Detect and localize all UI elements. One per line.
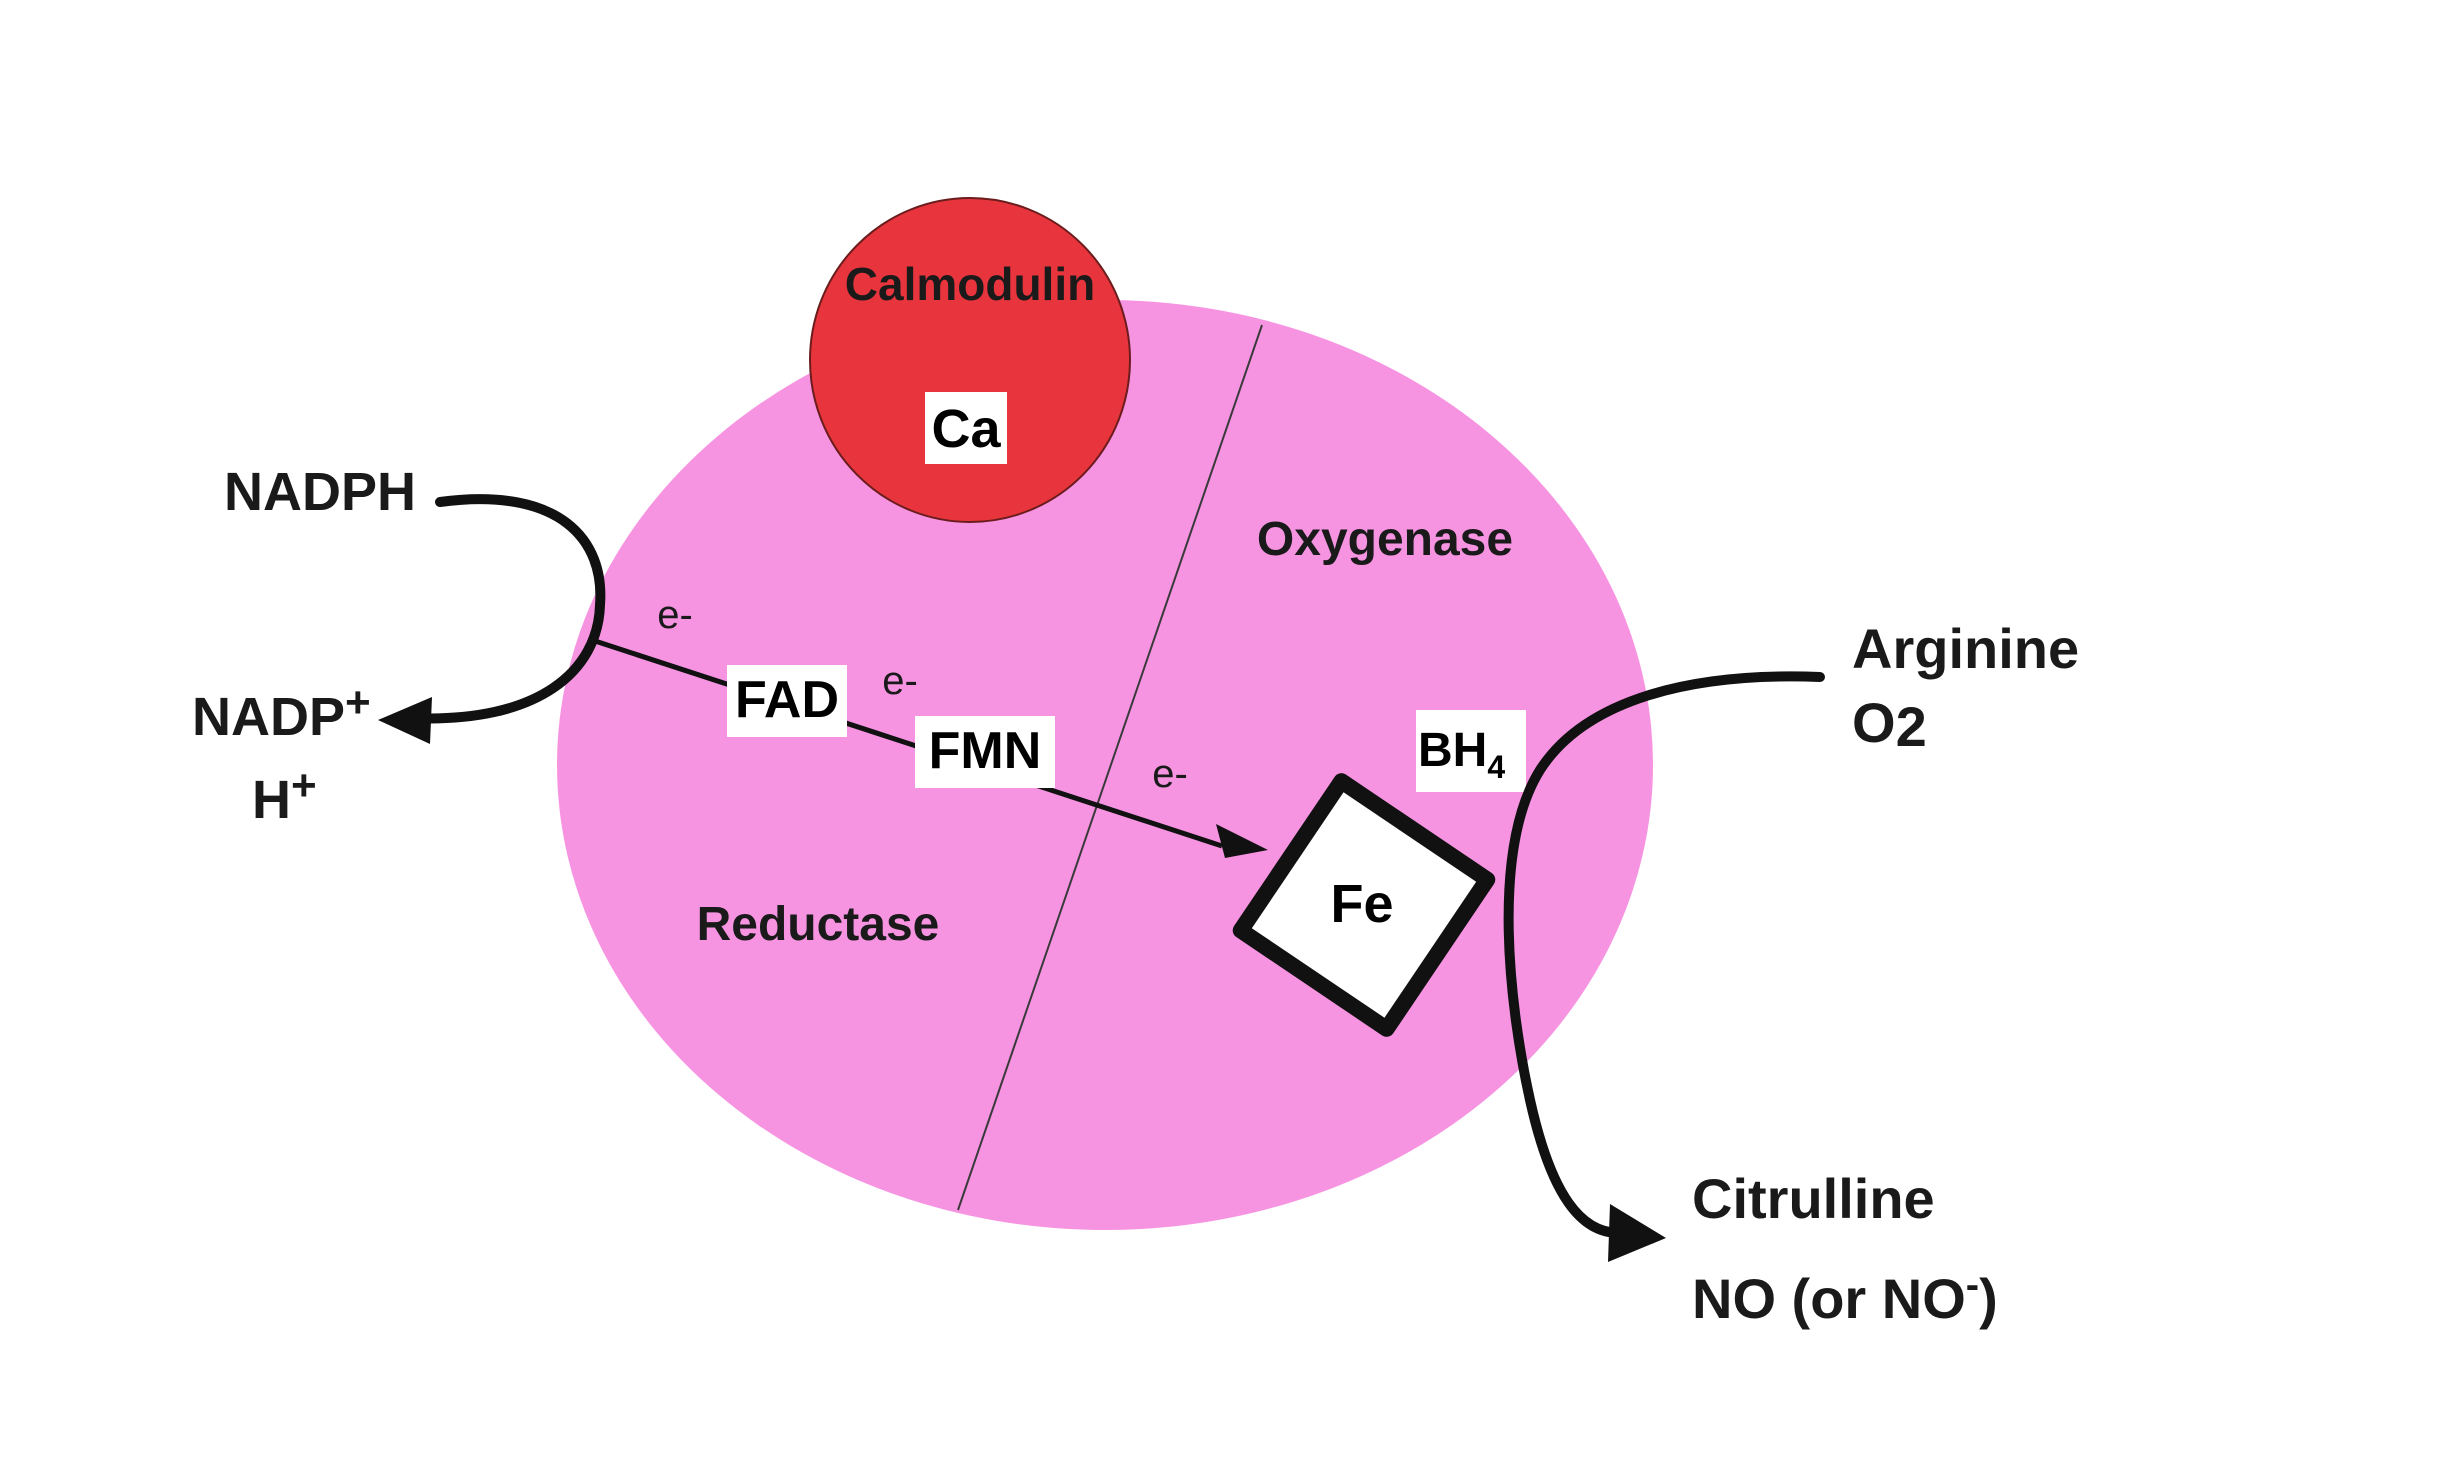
nitric-oxide-label: NO (or NO-) [1692, 1263, 1998, 1330]
calcium-label: Ca [931, 399, 1001, 459]
nadp-base: NADP [192, 687, 345, 747]
nitric-oxide-suffix: ) [1979, 1267, 1998, 1330]
proton-superscript: + [291, 761, 317, 810]
calmodulin-circle [809, 197, 1131, 523]
oxygenase-reaction-arrowhead [1608, 1204, 1666, 1262]
heme-iron-diamond [1232, 773, 1496, 1037]
oxygenase-reaction-arrow [1503, 671, 1825, 1238]
oxygenase-label: Oxygenase [1257, 513, 1513, 566]
fmn-label: FMN [929, 722, 1042, 780]
electron-label: e- [882, 659, 918, 703]
bh4-label-box [1416, 710, 1526, 792]
electron-arrowhead [1216, 824, 1268, 858]
heme-iron-label: Fe [1330, 874, 1393, 934]
reductase-label: Reductase [697, 898, 940, 951]
nadph-arrow [405, 494, 606, 724]
calmodulin-label: Calmodulin [845, 258, 1095, 310]
fad-label: FAD [735, 671, 839, 729]
bh4-subscript: 4 [1487, 749, 1505, 785]
proton-label: H+ [252, 761, 317, 830]
proton-base: H [252, 770, 291, 830]
arginine-label: Arginine [1852, 617, 2079, 680]
domain-divider [957, 324, 1263, 1211]
calcium-label-box [925, 392, 1007, 464]
oxygen-label: O2 [1852, 691, 1927, 758]
citrulline-label: Citrulline [1692, 1167, 1935, 1230]
bh4-label: BH4 [1418, 724, 1505, 785]
electron-label: e- [1152, 752, 1188, 796]
electron-path-line [591, 637, 1223, 849]
oxygen-base: O [1852, 691, 1896, 754]
electron-label: e- [657, 593, 693, 637]
nadp-label: NADP+ [192, 678, 371, 747]
nitric-oxide-superscript: - [1966, 1263, 1979, 1307]
nadp-superscript: + [345, 678, 371, 727]
fad-label-box [727, 665, 847, 737]
nadph-label: NADPH [224, 462, 416, 522]
nadph-arrowhead [378, 697, 432, 744]
bh4-base: BH [1418, 724, 1487, 777]
heme-iron-group [1232, 773, 1496, 1037]
nitric-oxide-prefix: NO (or NO [1692, 1267, 1966, 1330]
oxygen-subscript: 2 [1896, 695, 1927, 758]
fmn-label-box [915, 716, 1055, 788]
